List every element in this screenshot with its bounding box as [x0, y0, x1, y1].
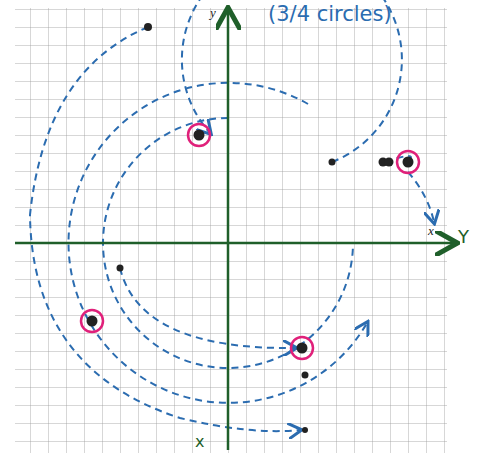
axis-label: x	[428, 224, 434, 237]
x-axis	[15, 242, 455, 245]
dashed-arcs	[30, 0, 434, 431]
graph-grid	[15, 8, 447, 453]
note-text: (3/4 circles)	[268, 4, 392, 25]
y-axis	[227, 10, 230, 450]
axis-label: y	[210, 6, 216, 19]
points	[87, 23, 414, 433]
axis-label: Y	[458, 228, 469, 246]
axis-label: x	[195, 434, 204, 450]
circled-points	[81, 124, 419, 359]
